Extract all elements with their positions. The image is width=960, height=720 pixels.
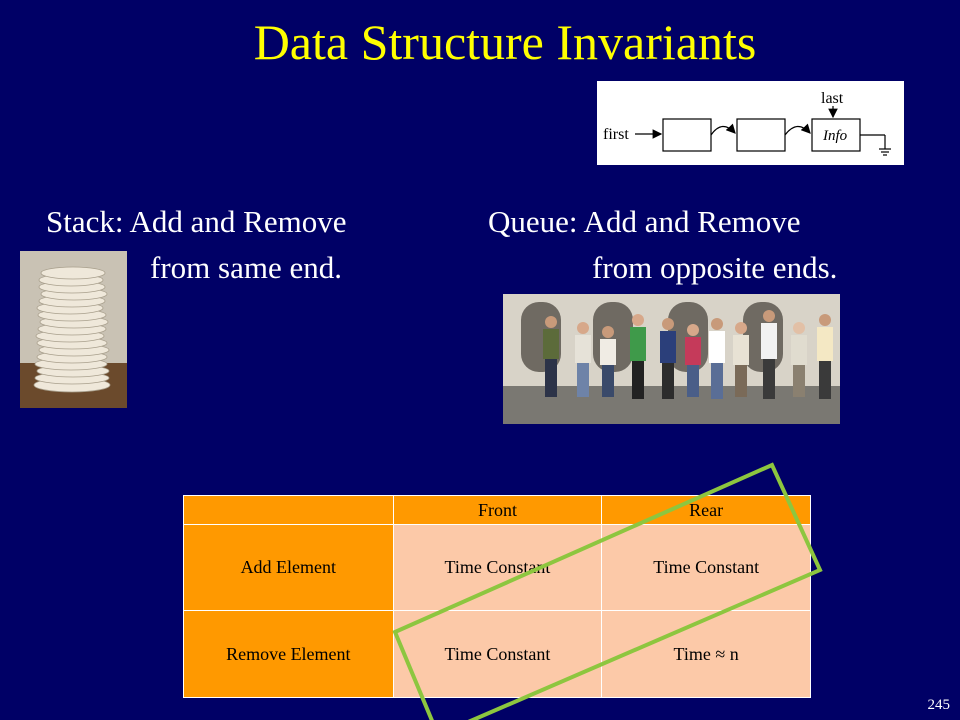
queue-description-line2: from opposite ends. [592,250,838,285]
table-header-cell [183,495,394,525]
slide-number: 245 [927,697,951,713]
null-ground-icon [860,134,891,156]
table-cell: Time ≈ n [601,610,811,698]
table-header-row: Front Rear [183,495,811,525]
linked-list-diagram: first Info last [597,81,904,165]
row-label: Remove Element [183,610,394,698]
table-cell: Time Constant [601,524,811,611]
table-header-cell: Rear [601,495,811,525]
info-label: Info [822,128,848,144]
table-cell: Time Constant [392,524,603,611]
first-label: first [603,126,629,143]
node-link-1 [710,123,736,136]
stack-description-line2: from same end. [150,250,342,285]
table-row: Remove Element Time Constant Time ≈ n [183,610,811,698]
table-cell: Time Constant [392,610,603,698]
node-link-2 [784,123,811,136]
table-header-cell: Front [392,495,603,525]
last-label: last [821,90,844,107]
queue-description-line1: Queue: Add and Remove [488,204,801,239]
slide-title: Data Structure Invariants [253,14,757,70]
people-queue-image [503,294,840,424]
plate-stack-image [20,251,127,408]
row-label: Add Element [183,524,394,611]
table-row: Add Element Time Constant Time Constant [183,524,811,611]
operations-table: Front Rear Add Element Time Constant Tim… [183,495,811,698]
list-node-1 [662,118,712,152]
list-node-2 [736,118,786,152]
stack-description-line1: Stack: Add and Remove [46,204,347,239]
